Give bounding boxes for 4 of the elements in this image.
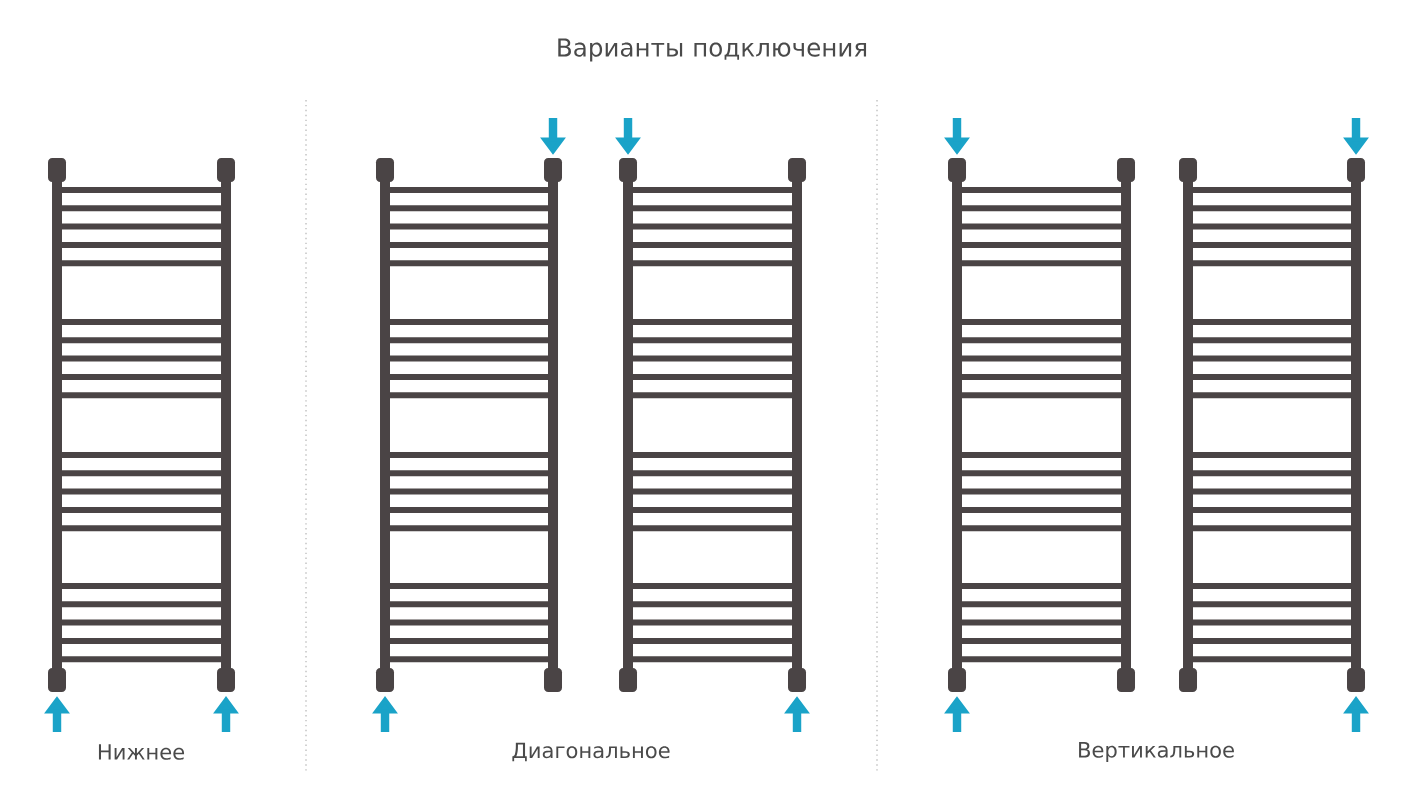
caption: Диагональное	[512, 742, 670, 762]
caption: Нижнее	[98, 744, 185, 760]
title: Варианты подключения	[558, 38, 867, 62]
caption: Вертикальное	[1079, 742, 1234, 762]
